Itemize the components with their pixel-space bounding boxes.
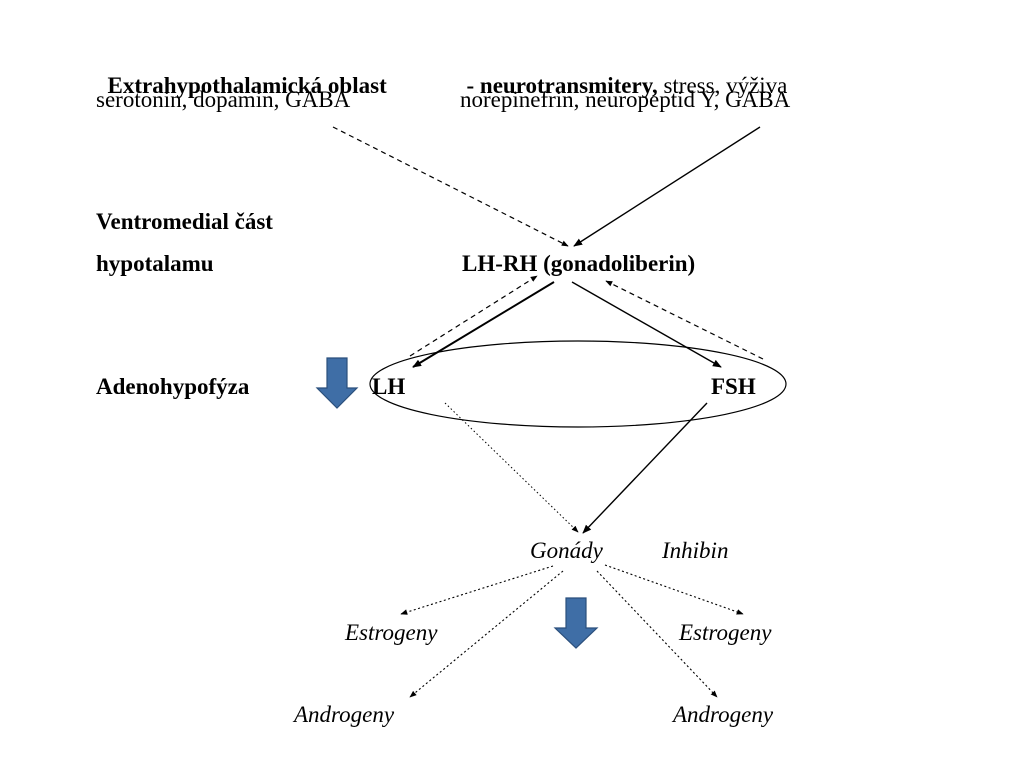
inhibin-label: Inhibin [662, 538, 729, 563]
neurotransmitter-extra: stress, výživa [657, 73, 788, 98]
dashed-feedback-right-to-lhrh [605, 280, 764, 360]
neurotransmitter-label: - neurotransmitery, [466, 73, 658, 98]
dashed-feedback-left-to-lhrh [409, 275, 538, 357]
estrogeny-left-label: Estrogeny [345, 620, 438, 645]
arrow-lhrh-to-lh [412, 281, 555, 368]
dashed-arrow-neurotransmitters-to-lhrh [332, 126, 569, 247]
hypothalamus-label-line2: hypotalamu [96, 251, 214, 276]
left-transmitters: serotonin, dopamin, GABA [96, 87, 351, 112]
right-transmitters: norepinefrin, neuropeptid Y, GABA [460, 87, 791, 112]
dotted-arrow-gonads-to-androgeny-right [596, 570, 718, 698]
dotted-arrow-gonads-to-androgeny-left [409, 570, 564, 698]
arrow-fsh-to-gonads [582, 402, 708, 534]
dotted-arrow-gonads-to-estrogeny-left [400, 565, 554, 615]
down-block-arrow-gonads [553, 597, 599, 649]
extrahypothalamic-row: Extrahypothalamická oblast [96, 44, 387, 100]
androgeny-right-label: Androgeny [673, 702, 774, 727]
dotted-arrow-gonads-to-estrogeny-right [604, 564, 744, 615]
androgeny-left-label: Androgeny [294, 702, 395, 727]
adenohypophysis-ellipse [369, 340, 787, 428]
hypothalamus-label-line1: Ventromedial část [96, 209, 273, 234]
fsh-label: FSH [711, 374, 756, 399]
neurotransmitter-row: - neurotransmitery, stress, výživa [455, 44, 788, 100]
arrow-lhrh-to-fsh [571, 281, 722, 368]
extrahypothalamic-heading: Extrahypothalamická oblast [107, 73, 387, 98]
dotted-arrow-lh-to-gonads [444, 402, 579, 533]
gonads-label: Gonády [530, 538, 603, 563]
adenohypophysis-label: Adenohypofýza [96, 374, 250, 399]
estrogeny-right-label: Estrogeny [679, 620, 772, 645]
lhrh-label: LH-RH (gonadoliberin) [462, 251, 696, 276]
down-block-arrow-adenohypophysis [315, 357, 359, 409]
solid-arrow-norepinefrin-to-lhrh [573, 126, 761, 247]
